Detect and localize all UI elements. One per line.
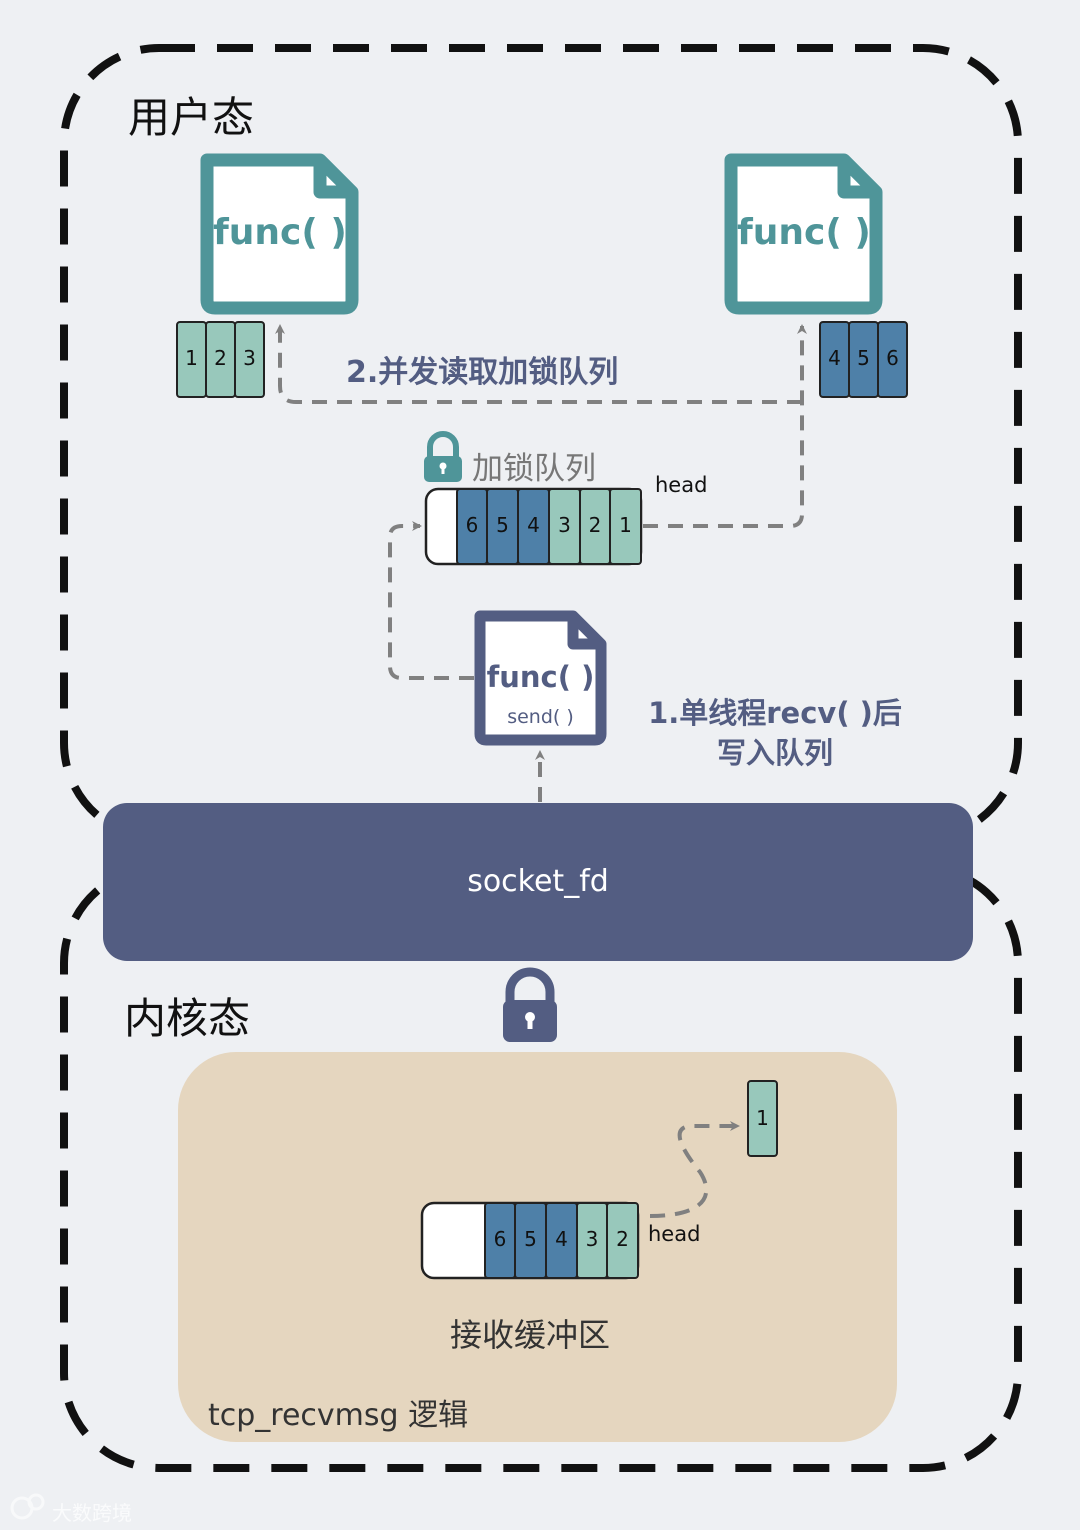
recv-func-label: func( ): [486, 660, 595, 694]
worker-left-cell-label: 2: [214, 346, 227, 370]
socket-fd-label: socket_fd: [467, 864, 609, 899]
arrow-recv-to-queue: [388, 521, 474, 680]
kernel-queue-cell-label: 3: [585, 1227, 599, 1251]
concurrent-read-label: 2.并发读取加锁队列: [346, 355, 619, 390]
watermark-text: 大数跨境: [52, 1501, 132, 1525]
tcp-recvmsg-label: tcp_recvmsg 逻辑: [208, 1398, 469, 1433]
kernel-queue-cell-label: 2: [616, 1227, 629, 1251]
file-icon-right: [724, 153, 883, 315]
single-thread-label-line1: 1.单线程recv( )后: [648, 696, 902, 730]
file-icon-recv: [474, 610, 607, 746]
file-icon-left: [200, 153, 359, 315]
worker-left-queue: [176, 321, 265, 398]
locked-queue-cell-label: 3: [558, 513, 571, 537]
worker-right-cell-label: 6: [886, 346, 899, 370]
worker-right-cell-label: 5: [857, 346, 870, 370]
lock-icon-teal: [424, 431, 462, 482]
locked-queue-container: [424, 487, 643, 566]
receive-buffer-label: 接收缓冲区: [449, 1316, 610, 1354]
popped-item-label: 1: [756, 1106, 769, 1130]
locked-queue-cell-label: 4: [527, 513, 540, 537]
arrow-queue-to-right-worker: [643, 324, 807, 528]
watermark-logo-icon: [10, 1493, 45, 1520]
worker-left-cell-label: 3: [243, 346, 256, 370]
kernel-queue-cell-label: 6: [493, 1227, 507, 1251]
popped-item-cell: [747, 1080, 778, 1157]
locked-queue-label: 加锁队列: [472, 451, 596, 487]
func-label-left: func( ): [213, 212, 347, 253]
arrow-queue-to-left-worker: [275, 324, 802, 404]
arrow-kernel-pop: [649, 1121, 740, 1218]
locked-queue-cell-label: 2: [588, 513, 602, 537]
kernel-queue-head-label: head: [648, 1222, 701, 1246]
func-label-right: func( ): [737, 212, 871, 253]
kernel-queue-container: [420, 1201, 640, 1280]
locked-queue-cell-label: 1: [619, 513, 632, 537]
recv-send-label: send( ): [507, 706, 574, 728]
worker-right-cell-label: 4: [828, 346, 841, 370]
locked-queue-cell-label: 5: [496, 513, 509, 537]
locked-queue-cell-label: 6: [465, 513, 479, 537]
single-thread-label-line2: 写入队列: [716, 736, 833, 770]
kernel-space-title: 内核态: [124, 994, 251, 1043]
lock-icon-navy: [503, 967, 557, 1042]
worker-right-queue: [819, 321, 908, 398]
locked-queue-head-label: head: [655, 473, 708, 497]
socket-fd-bar: [103, 803, 973, 961]
user-space-title: 用户态: [128, 93, 255, 142]
kernel-queue-cell-label: 5: [524, 1227, 537, 1251]
kernel-queue-cell-label: 4: [555, 1227, 568, 1251]
worker-left-cell-label: 1: [185, 346, 198, 370]
